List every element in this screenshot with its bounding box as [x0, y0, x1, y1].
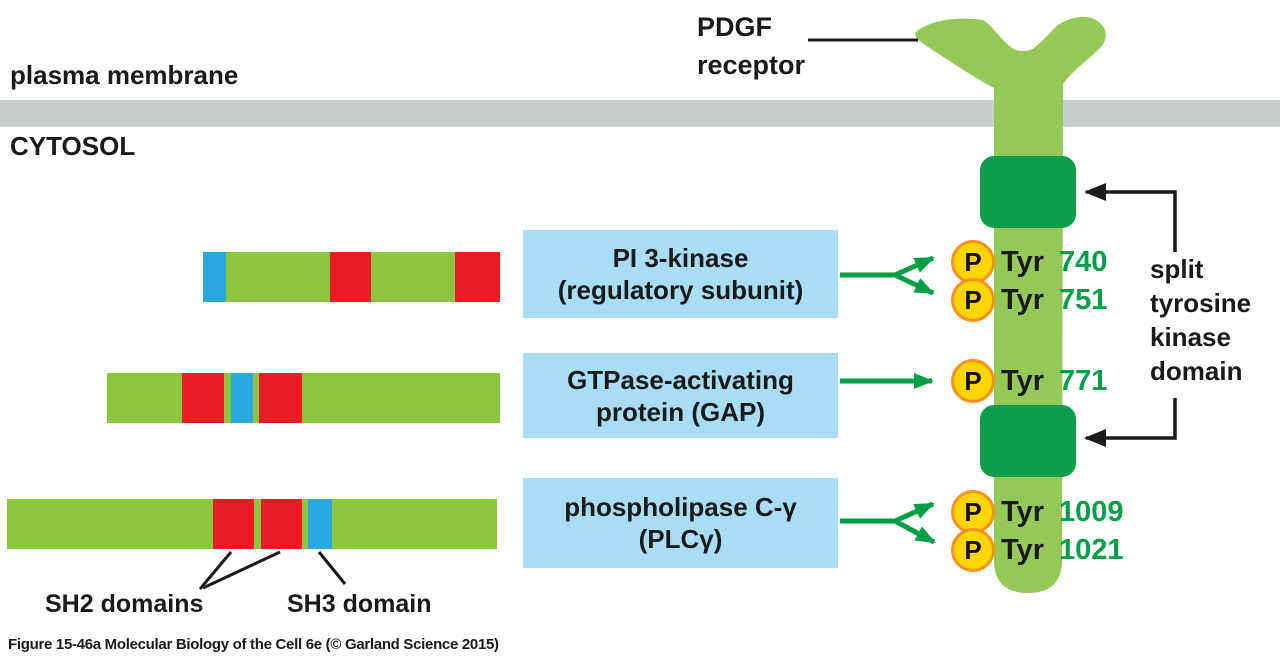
sh2-domains-label: SH2 domains: [45, 590, 204, 618]
pdgf-receptor-label: PDGF receptor: [697, 12, 806, 80]
split-kinase-line: kinase: [1150, 322, 1231, 352]
split-kinase-line: tyrosine: [1150, 288, 1252, 318]
protein-name-line: (regulatory subunit): [557, 275, 804, 305]
pi3k-fork-arrow: [840, 255, 935, 296]
sh2-domain-segment: [182, 373, 224, 423]
backbone-segment: [254, 499, 261, 549]
phospho-site-row: P Tyr 740: [951, 240, 1107, 284]
phospho-site-row: P Tyr 1021: [951, 528, 1124, 572]
protein-name-line: (PLCγ): [638, 524, 723, 554]
phosphate-icon: P: [951, 359, 995, 403]
split-kinase-line: split: [1150, 254, 1204, 284]
plcg-fork-arrow: [840, 501, 936, 545]
sh3-domain-segment: [203, 252, 226, 302]
residue-label: Tyr: [1001, 364, 1044, 397]
protein-name-box-gap: GTPase-activating protein (GAP): [523, 353, 838, 438]
sh3-domain-segment: [231, 373, 253, 423]
plasma-membrane-label: plasma membrane: [10, 60, 239, 90]
kinase-domain-box-upper: [980, 156, 1076, 228]
protein-name-line: GTPase-activating: [567, 364, 794, 395]
phospho-site-row: P Tyr 771: [951, 359, 1107, 403]
sh2-domain-segment: [259, 373, 302, 423]
split-kinase-arrow-lower: [1084, 398, 1177, 447]
sh2-domain-segment: [330, 252, 371, 302]
residue-label: Tyr: [1001, 245, 1044, 278]
backbone-segment: [302, 373, 500, 423]
kinase-domain-box-lower: [980, 405, 1076, 477]
backbone-segment: [226, 252, 330, 302]
domain-bar-gap: [107, 373, 500, 423]
residue-number: 1009: [1059, 495, 1124, 528]
protein-name-line: PI 3-kinase: [612, 243, 749, 273]
figure-caption: Figure 15-46a Molecular Biology of the C…: [8, 636, 499, 653]
sh2-pointer-lines: [198, 550, 281, 590]
phospho-site-row: P Tyr 1009: [951, 490, 1124, 534]
sh2-domain-segment: [213, 499, 254, 549]
plasma-membrane-bar: [0, 100, 1280, 127]
backbone-segment: [107, 373, 182, 423]
sh2-domain-segment: [455, 252, 500, 302]
backbone-segment: [7, 499, 213, 549]
sh3-domain-segment: [308, 499, 332, 549]
residue-number: 1021: [1059, 533, 1124, 566]
backbone-segment: [224, 373, 231, 423]
protein-name-box-pi3k: PI 3-kinase (regulatory subunit): [523, 230, 838, 318]
phosphate-icon: P: [951, 278, 995, 322]
protein-name-box-plcg: phospholipase C-γ (PLCγ): [523, 478, 838, 568]
backbone-segment: [253, 373, 259, 423]
residue-number: 740: [1059, 245, 1108, 278]
domain-bar-plcg: [7, 499, 497, 549]
phosphate-icon: P: [951, 528, 995, 572]
backbone-segment: [302, 499, 308, 549]
backbone-segment: [371, 252, 455, 302]
sh3-domain-label: SH3 domain: [287, 590, 432, 618]
residue-number: 771: [1059, 364, 1108, 397]
cytosol-label: CYTOSOL: [10, 131, 136, 161]
split-kinase-line: domain: [1150, 356, 1243, 386]
sh2-domain-segment: [261, 499, 302, 549]
residue-label: Tyr: [1001, 533, 1044, 566]
phospho-site-row: P Tyr 751: [951, 278, 1107, 322]
split-tyrosine-kinase-label: split tyrosine kinase domain: [1150, 252, 1251, 388]
domain-bar-pi3k: [203, 252, 500, 302]
residue-label: Tyr: [1001, 495, 1044, 528]
residue-label: Tyr: [1001, 283, 1044, 316]
backbone-segment: [332, 499, 497, 549]
protein-name-line: phospholipase C-γ: [564, 492, 797, 522]
residue-number: 751: [1059, 283, 1108, 316]
sh3-pointer-line: [317, 551, 347, 585]
split-kinase-arrow-upper: [1084, 183, 1177, 252]
protein-name-line: protein (GAP): [596, 396, 765, 427]
